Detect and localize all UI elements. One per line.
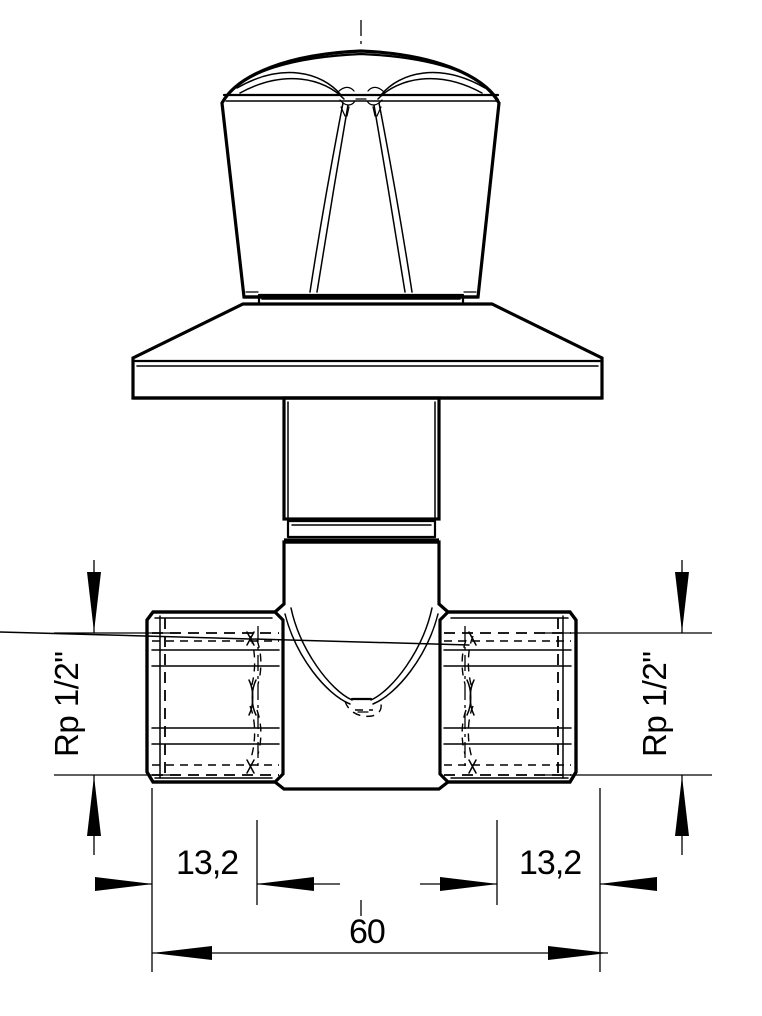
right-thread-detail: [0, 626, 477, 774]
arrow-left-overall: [548, 946, 608, 960]
dimension-right-thread: Rp 1/2": [543, 560, 712, 855]
arrow-left-left-socket: [256, 877, 314, 891]
right-socket-nut: [0, 610, 578, 784]
escutcheon-flange: [131, 302, 604, 400]
handwheel: [220, 49, 501, 306]
arrow-right-right-socket: [440, 877, 498, 891]
dimension-left-socket: 13,2: [95, 788, 340, 972]
bonnet-stem: [282, 396, 441, 542]
dimension-overall-length: 60: [152, 913, 608, 960]
left-thread-detail: [246, 626, 262, 774]
arrow-down-right-thread: [675, 572, 689, 632]
arrow-up-right-thread: [675, 776, 689, 836]
arrow-right-overall: [152, 946, 212, 960]
arrow-left-right-socket: [599, 877, 657, 891]
arrow-down-left-thread: [87, 572, 101, 632]
dimension-right-socket: 13,2: [420, 788, 657, 972]
arrow-up-left-thread: [87, 776, 101, 836]
dimension-label-left-socket: 13,2: [176, 844, 238, 882]
dimension-label-right-thread: Rp 1/2": [636, 652, 673, 757]
dimension-label-overall-length: 60: [349, 913, 385, 951]
arrow-right-left-socket: [95, 877, 153, 891]
dimension-label-left-thread: Rp 1/2": [48, 652, 85, 757]
dimension-left-thread: Rp 1/2": [48, 560, 180, 855]
dimension-label-right-socket: 13,2: [519, 844, 581, 882]
